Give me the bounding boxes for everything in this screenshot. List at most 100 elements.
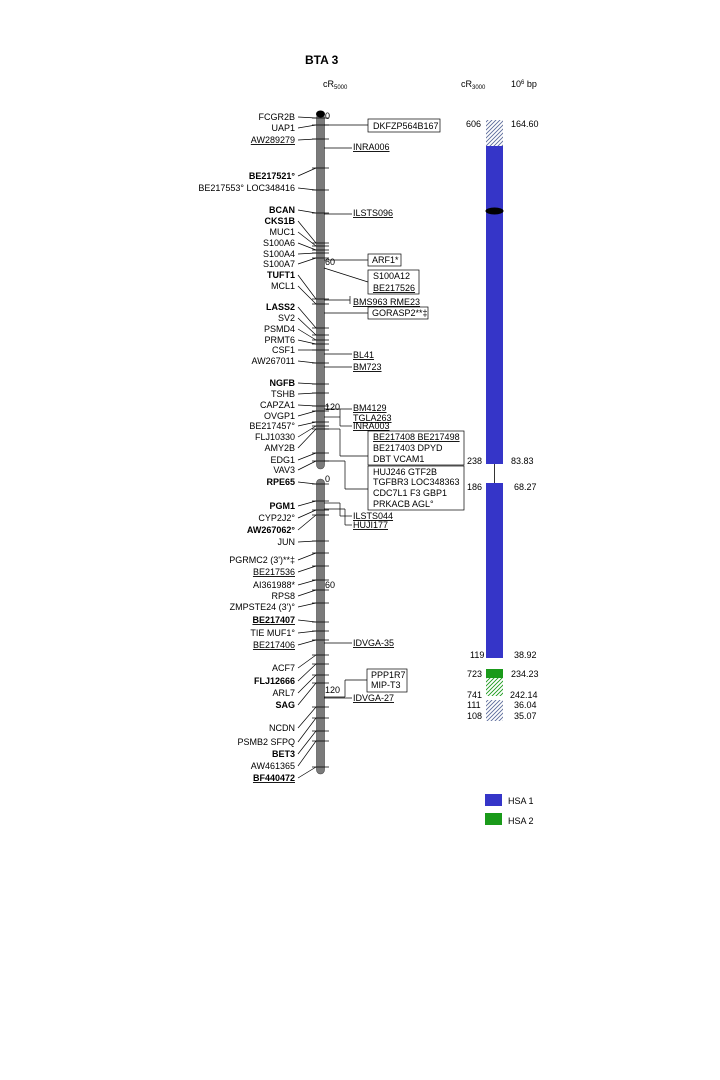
marker-label: RPS8 <box>271 591 295 601</box>
marker-connector <box>297 328 317 341</box>
marker-label: BF440472 <box>253 773 295 783</box>
marker-connector <box>297 730 317 755</box>
marker-label: PGM1 <box>269 501 295 511</box>
marker-connector <box>297 481 317 485</box>
marker-connector <box>297 274 317 300</box>
marker-label: S100A6 <box>263 238 295 248</box>
legend-swatch-hsa1 <box>485 794 502 806</box>
marker-label: MCL1 <box>271 281 295 291</box>
marker-connector <box>297 540 317 543</box>
marker-connector <box>297 654 317 669</box>
marker-label: TUFT1 <box>267 270 295 280</box>
map-title: BTA 3 <box>305 53 339 67</box>
marker-label: FCGR2B <box>258 112 295 122</box>
box-3-line-2: BE217526 <box>373 283 415 293</box>
marker-label: BE217536 <box>253 567 295 577</box>
marker-label: AW461365 <box>251 761 295 771</box>
marker-connector <box>297 706 317 729</box>
marker-label: AW267062° <box>247 525 296 535</box>
box-5-line-2: BE217403 DPYD <box>373 443 443 453</box>
marker-connector <box>297 674 317 694</box>
marker-label: S100A7 <box>263 259 295 269</box>
marker-label: NCDN <box>269 723 295 733</box>
marker-connector <box>297 360 317 364</box>
marker-connector <box>297 257 317 265</box>
marker-connector <box>297 339 317 345</box>
marker-label: FLJ12666 <box>254 676 295 686</box>
marker-connector <box>297 209 317 214</box>
syn-rh-606: 606 <box>466 119 481 129</box>
right-label-huji177: HUJI177 <box>353 520 388 530</box>
rh-scale-header: cR5000 <box>323 79 348 91</box>
marker-box-7 <box>366 668 408 693</box>
marker-connector <box>297 116 317 119</box>
syn-bp-3892: 38.92 <box>514 650 537 660</box>
marker-label: ZMPSTE24 (3')° <box>230 602 296 612</box>
marker-connector <box>297 382 317 385</box>
legend-label-hsa1: HSA 1 <box>508 796 534 806</box>
rh3000-header: cR3000 <box>461 79 486 91</box>
box-5-line-3: DBT VCAM1 <box>373 454 424 464</box>
marker-connector <box>297 682 317 706</box>
syn-rh-741: 741 <box>467 690 482 700</box>
right-label-idvga35: IDVGA-35 <box>353 638 394 648</box>
marker-box-5 <box>367 430 465 466</box>
box-6-line-4: PRKACB AGL° <box>373 499 434 509</box>
marker-label: CYP2J2° <box>258 513 295 523</box>
marker-label: ACF7 <box>272 663 295 673</box>
syn-bp-16460: 164.60 <box>511 119 539 129</box>
box-2-line-1: ARF1* <box>372 255 399 265</box>
marker-label: AW267011 <box>251 356 295 366</box>
synteny-segment-hatched-bottom <box>486 700 503 721</box>
marker-connector <box>297 630 317 634</box>
marker-box-3 <box>367 269 420 295</box>
box-6-line-1: HUJ246 GTF2B <box>373 467 437 477</box>
marker-connector <box>297 392 317 395</box>
marker-label: LASS2 <box>266 302 295 312</box>
marker-label: BE217521° <box>249 171 296 181</box>
marker-connector <box>297 565 317 573</box>
box-7-line-1: PPP1R7 <box>371 670 406 680</box>
marker-connector <box>297 404 317 407</box>
marker-connector <box>297 619 317 623</box>
marker-label: UAP1 <box>271 123 295 133</box>
marker-connector <box>297 138 317 141</box>
marker-connector <box>297 500 317 507</box>
marker-connector <box>297 552 317 561</box>
marker-connector <box>297 410 317 417</box>
right-label-bms963: BMS963 RME23 <box>353 297 420 307</box>
marker-label: AMY2B <box>264 443 295 453</box>
centromere-icon <box>316 110 325 118</box>
marker-label: TSHB <box>271 389 295 399</box>
scale-tick-120: 120 <box>325 402 340 412</box>
marker-connector <box>297 602 317 608</box>
marker-label: BE217553° LOC348416 <box>198 183 295 193</box>
marker-label: PSMD4 <box>264 324 295 334</box>
syn-rh-723: 723 <box>467 669 482 679</box>
marker-connector <box>297 231 317 247</box>
right-label-ilsts096: ILSTS096 <box>353 208 393 218</box>
marker-label: TIE MUF1° <box>250 628 295 638</box>
marker-connector <box>297 285 317 305</box>
scale-tick-0-b: 0 <box>325 474 330 484</box>
marker-label: SAG <box>275 700 295 710</box>
marker-label: SV2 <box>278 313 295 323</box>
marker-label: PRMT6 <box>264 335 295 345</box>
marker-label: RPE65 <box>266 477 295 487</box>
scale-tick-60: 60 <box>325 257 335 267</box>
box-7-line-2: MIP-T3 <box>371 680 401 690</box>
marker-connector <box>297 639 317 646</box>
marker-label: S100A4 <box>263 249 295 259</box>
box-5-line-1: BE217408 BE217498 <box>373 432 460 442</box>
synteny-segment-hsa2-a <box>486 669 503 678</box>
syn-rh-119: 119 <box>470 650 484 660</box>
syn-bp-8383: 83.83 <box>511 456 534 466</box>
marker-label: CKS1B <box>264 216 295 226</box>
syn-bp-23423: 234.23 <box>511 669 539 679</box>
marker-label: BE217406 <box>253 640 295 650</box>
marker-label: BE217457° <box>249 421 295 431</box>
scale-tick-0: 0 <box>325 111 330 121</box>
synteny-segment-hsa1-b <box>486 483 503 658</box>
syn-bp-24214: 242.14 <box>510 690 538 700</box>
